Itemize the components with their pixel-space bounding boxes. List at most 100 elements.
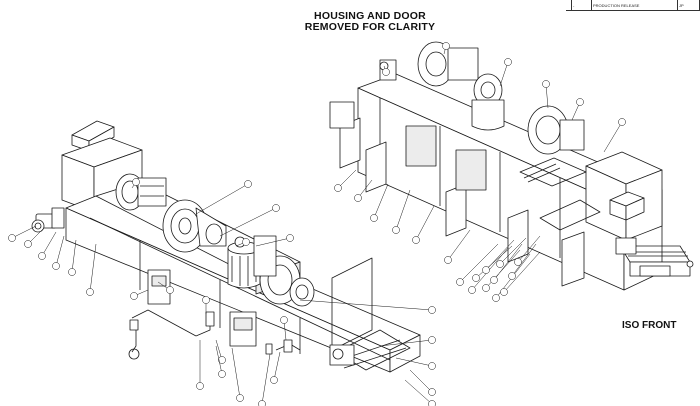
left-motor-drum — [227, 236, 261, 289]
view-label: ISO FRONT — [622, 320, 677, 331]
callout-balloon — [508, 272, 516, 280]
callout-leader — [299, 299, 433, 311]
callout-balloon — [482, 284, 490, 292]
callout-balloon — [500, 288, 508, 296]
right-exit-conveyor — [615, 237, 694, 277]
drawing-title-line1: HOUSING AND DOOR — [314, 10, 426, 22]
callout-balloon — [24, 240, 32, 248]
callout-balloon — [272, 204, 280, 212]
callout-balloon — [334, 184, 342, 192]
callout-balloon — [196, 382, 204, 390]
callout-leader — [41, 231, 57, 257]
callout-leader — [89, 243, 97, 293]
callout-balloon — [490, 276, 498, 284]
callout-leader — [499, 237, 527, 265]
callout-balloon — [468, 286, 476, 294]
callout-leader — [475, 245, 513, 279]
callout-leader — [511, 243, 537, 277]
callout-leader — [499, 61, 509, 87]
left-assembly — [31, 120, 421, 373]
callout-leader — [415, 205, 435, 241]
callout-balloon — [444, 256, 452, 264]
callout-balloon — [270, 376, 278, 384]
callout-balloon — [130, 292, 138, 300]
left-blower-2 — [162, 199, 227, 253]
right-assembly — [329, 41, 694, 291]
callout-balloon — [68, 268, 76, 276]
callout-leader — [459, 243, 499, 283]
callout-leader — [503, 251, 541, 293]
callout-balloon — [576, 98, 584, 106]
callout-balloon — [218, 370, 226, 378]
callout-leader — [255, 237, 291, 247]
drawing-title-line2: REMOVED FOR CLARITY — [304, 21, 436, 33]
revision-block: - PRODUCTION RELEASE JP — [566, 0, 700, 12]
callout-balloon — [428, 306, 436, 314]
callout-leader — [409, 369, 433, 393]
callout-balloon — [280, 316, 288, 324]
callout-leader — [373, 183, 389, 219]
callout-balloon — [218, 356, 226, 364]
callout-leader — [261, 353, 271, 405]
callout-balloon — [428, 336, 436, 344]
callout-balloon — [412, 236, 420, 244]
callout-leader — [337, 169, 357, 189]
callout-balloon — [472, 274, 480, 282]
callout-leader — [404, 379, 433, 405]
callout-balloon — [382, 68, 390, 76]
left-front-panels — [147, 235, 277, 347]
callout-balloon — [242, 238, 250, 246]
callout-balloon — [132, 178, 140, 186]
callout-leader — [395, 189, 411, 231]
callout-leader — [273, 351, 281, 381]
callout-balloon — [202, 296, 210, 304]
callout-balloon — [504, 58, 512, 66]
callout-leader — [471, 247, 509, 291]
callout-balloon — [514, 258, 522, 266]
left-gas-piping — [128, 309, 301, 360]
callout-leader — [195, 183, 249, 215]
callout-balloon — [428, 388, 436, 396]
callout-leader — [447, 229, 471, 261]
callout-balloon — [542, 80, 550, 88]
callout-balloon — [8, 234, 16, 242]
rev-cell-rev: - — [572, 0, 592, 11]
callout-balloon — [52, 262, 60, 270]
left-inlet-motor — [31, 207, 65, 233]
callout-balloon — [482, 266, 490, 274]
callout-leader — [493, 243, 523, 281]
callout-leader — [517, 235, 541, 263]
right-exit-hopper — [609, 191, 645, 221]
callout-leader — [545, 83, 549, 109]
callout-balloon — [618, 118, 626, 126]
callout-balloon — [392, 226, 400, 234]
callout-balloon — [236, 394, 244, 402]
callout-leader — [71, 239, 77, 273]
callout-balloon — [244, 180, 252, 188]
callout-balloon — [496, 260, 504, 268]
callout-balloon — [370, 214, 378, 222]
callout-balloon — [428, 400, 436, 406]
callout-leader — [215, 345, 223, 375]
callout-leader — [11, 225, 37, 239]
right-open-doors — [339, 117, 585, 287]
right-top-blowers — [417, 41, 585, 155]
callout-balloon — [428, 362, 436, 370]
callout-balloon — [86, 288, 94, 296]
callout-balloon — [492, 294, 500, 302]
callout-leader — [231, 347, 241, 399]
callout-balloon — [258, 400, 266, 406]
callout-balloon — [456, 278, 464, 286]
callout-leader — [603, 121, 623, 153]
callout-balloon — [166, 286, 174, 294]
callout-leader — [219, 207, 277, 237]
callout-balloon — [354, 194, 362, 202]
right-interior-bays — [519, 157, 601, 231]
rev-cell-description: PRODUCTION RELEASE — [592, 0, 678, 11]
callout-balloon — [38, 252, 46, 260]
left-end-frame — [329, 257, 411, 371]
callout-leader — [379, 339, 433, 347]
callout-balloon — [442, 42, 450, 50]
